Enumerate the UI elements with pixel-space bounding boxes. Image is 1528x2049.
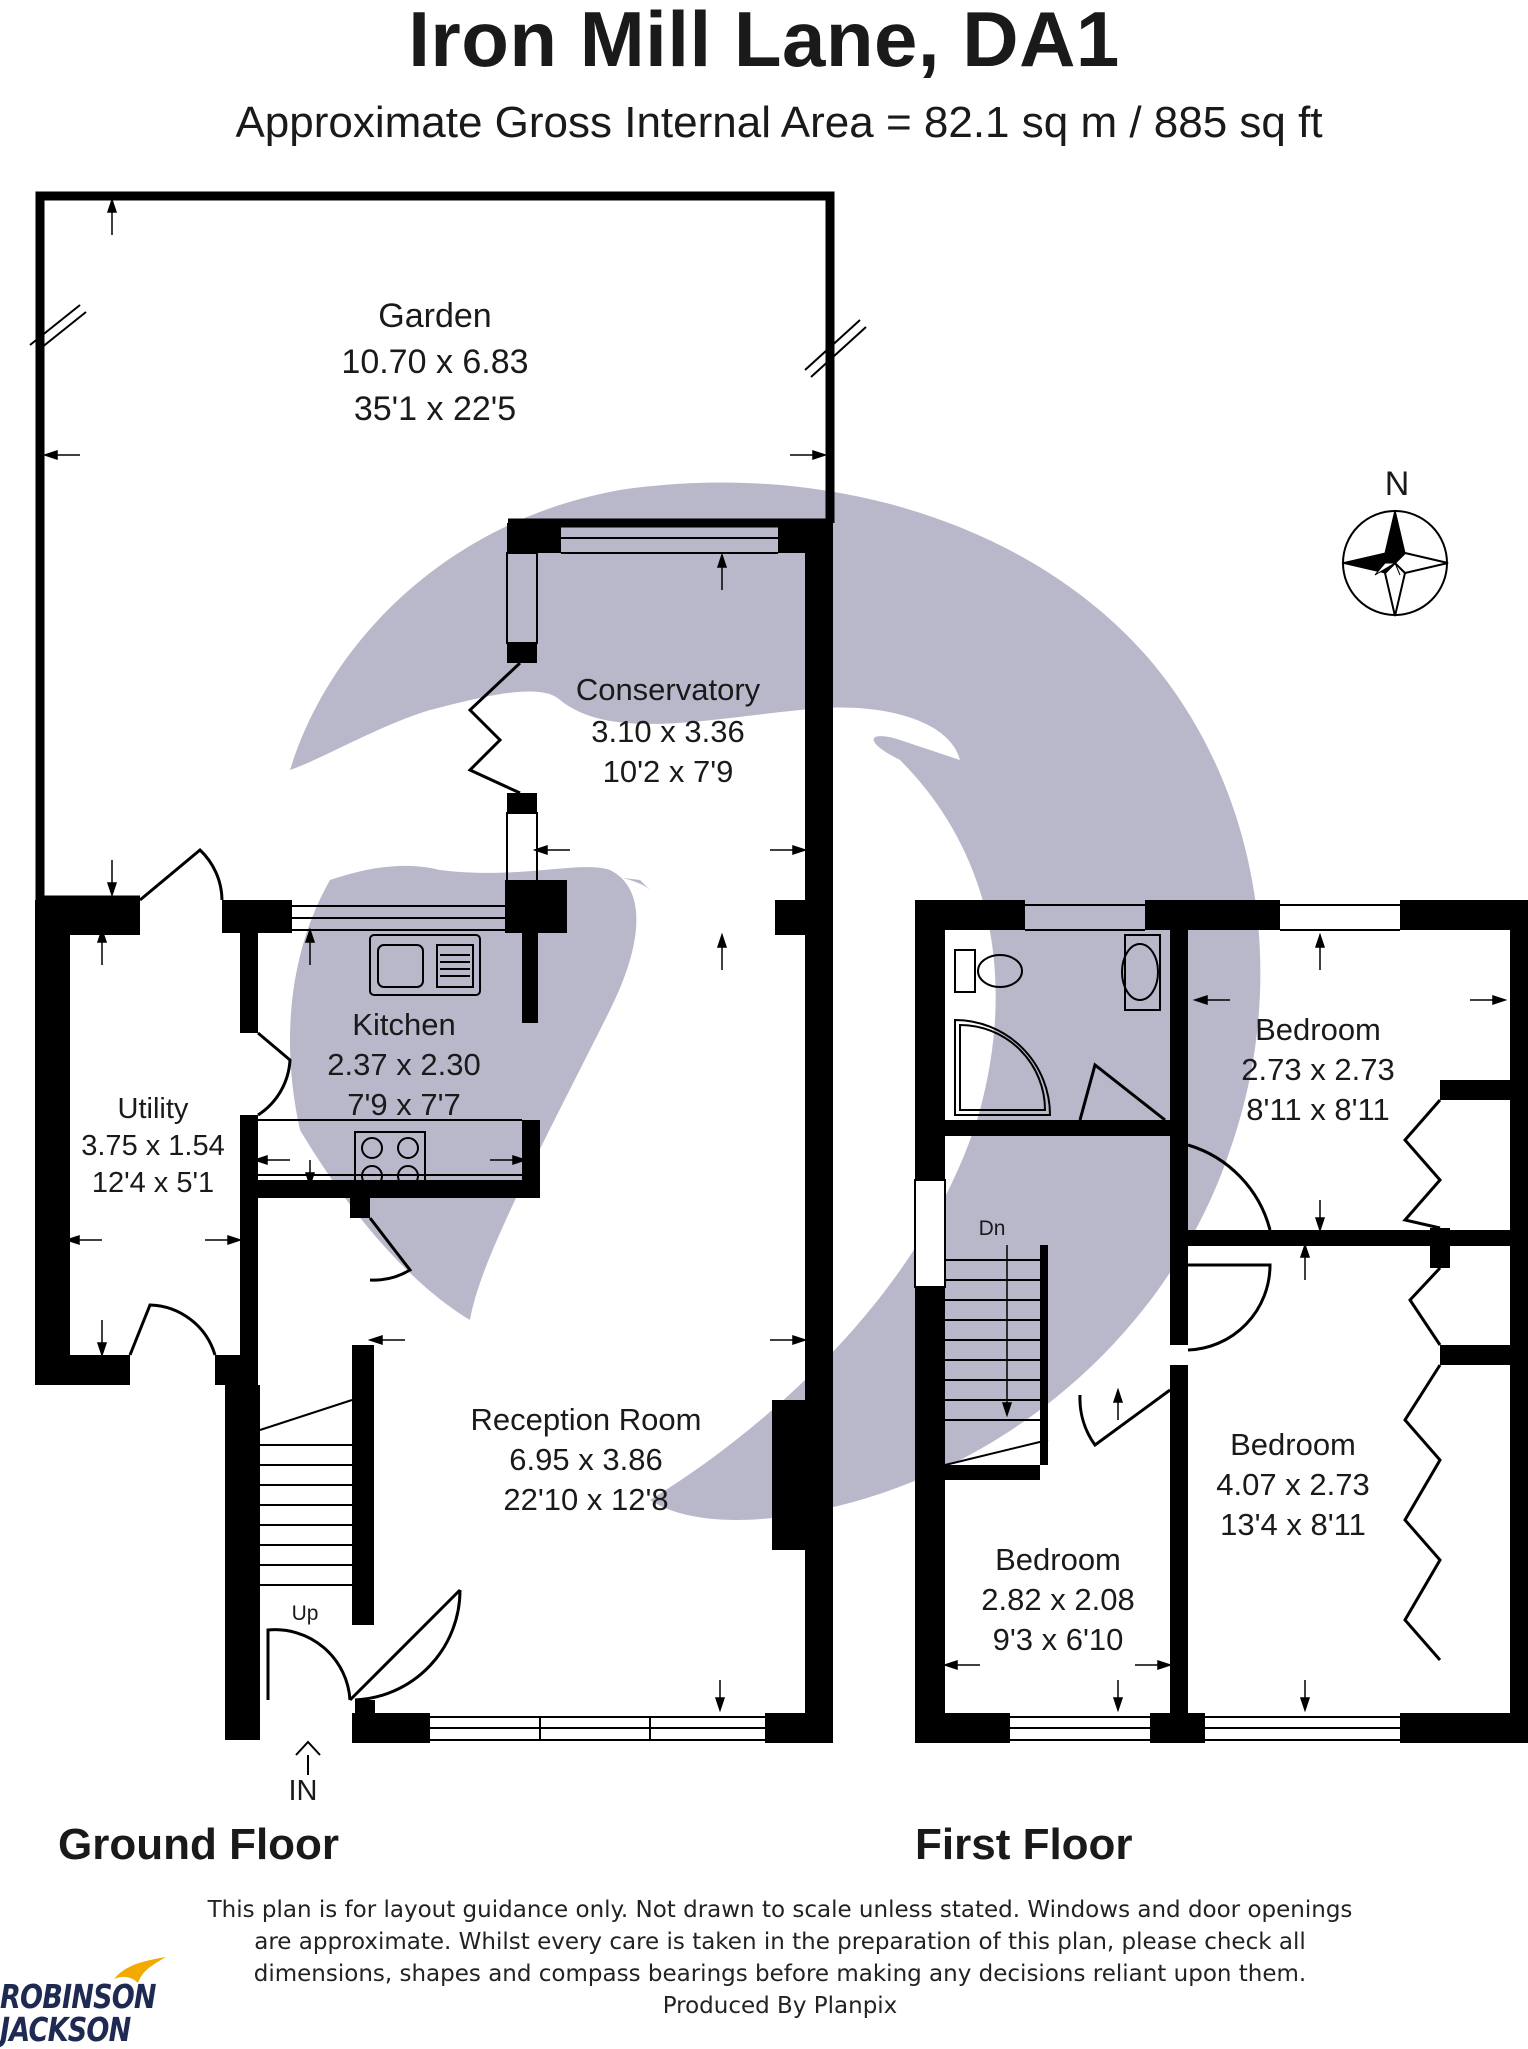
kitchen-name: Kitchen [352, 1007, 455, 1042]
kitchen-sink [369, 934, 481, 996]
bedroom1-imperial: 8'11 x 8'11 [1246, 1092, 1389, 1127]
watermark-logo [290, 482, 1261, 1521]
bedroom1-metric: 2.73 x 2.73 [1241, 1052, 1394, 1087]
bathroom-fixtures [954, 934, 1161, 1116]
disclaimer-line-3: dimensions, shapes and compass bearings … [253, 1961, 1307, 1987]
bedroom2-name: Bedroom [1230, 1427, 1356, 1462]
entrance-label: IN [289, 1775, 318, 1807]
logo-line-1: ROBINSON [0, 1977, 157, 2016]
stairs-up-label: Up [292, 1602, 319, 1625]
agency-logo: ROBINSON JACKSON [0, 1955, 180, 2049]
garden-metric: 10.70 x 6.83 [341, 343, 528, 381]
dimension-arrows [42, 197, 1508, 1775]
conservatory-metric: 3.10 x 3.36 [591, 714, 744, 749]
bedroom2-imperial: 13'4 x 8'11 [1220, 1507, 1366, 1542]
bedroom1-name: Bedroom [1255, 1012, 1381, 1047]
utility-imperial: 12'4 x 5'1 [92, 1167, 214, 1199]
first-floor-label: First Floor [915, 1820, 1133, 1869]
bedroom2-metric: 4.07 x 2.73 [1216, 1467, 1369, 1502]
bedroom3-imperial: 9'3 x 6'10 [993, 1622, 1124, 1657]
area-subtitle: Approximate Gross Internal Area = 82.1 s… [235, 98, 1323, 147]
conservatory-imperial: 10'2 x 7'9 [603, 754, 734, 789]
reception-name: Reception Room [471, 1402, 702, 1437]
ground-floor-walls [29, 191, 867, 1743]
logo-line-2: JACKSON [0, 2010, 131, 2049]
compass-label: N [1385, 465, 1410, 503]
kitchen-imperial: 7'9 x 7'7 [347, 1087, 461, 1122]
bedroom3-metric: 2.82 x 2.08 [981, 1582, 1134, 1617]
garden-name: Garden [378, 297, 491, 335]
garden-imperial: 35'1 x 22'5 [354, 390, 516, 428]
first-floor-walls [914, 900, 1528, 1743]
disclaimer: This plan is for layout guidance only. N… [150, 1894, 1410, 2022]
kitchen-metric: 2.37 x 2.30 [327, 1047, 480, 1082]
disclaimer-line-2: are approximate. Whilst every care is ta… [254, 1929, 1306, 1955]
conservatory-name: Conservatory [576, 672, 761, 707]
ground-floor-label: Ground Floor [58, 1820, 340, 1869]
compass-icon [1341, 509, 1449, 617]
utility-name: Utility [118, 1093, 189, 1125]
disclaimer-line-4: Produced By Planpix [662, 1993, 898, 2019]
bird-icon [114, 1957, 166, 1983]
page-title: Iron Mill Lane, DA1 [408, 0, 1120, 83]
kitchen-hob [354, 1131, 426, 1191]
disclaimer-line-1: This plan is for layout guidance only. N… [207, 1897, 1353, 1923]
reception-imperial: 22'10 x 12'8 [503, 1482, 668, 1517]
stairs-down-label: Dn [979, 1217, 1006, 1240]
reception-metric: 6.95 x 3.86 [509, 1442, 662, 1477]
utility-metric: 3.75 x 1.54 [81, 1130, 225, 1162]
bedroom3-name: Bedroom [995, 1542, 1121, 1577]
room-labels: Garden 10.70 x 6.83 35'1 x 22'5 Conserva… [81, 297, 1409, 1807]
